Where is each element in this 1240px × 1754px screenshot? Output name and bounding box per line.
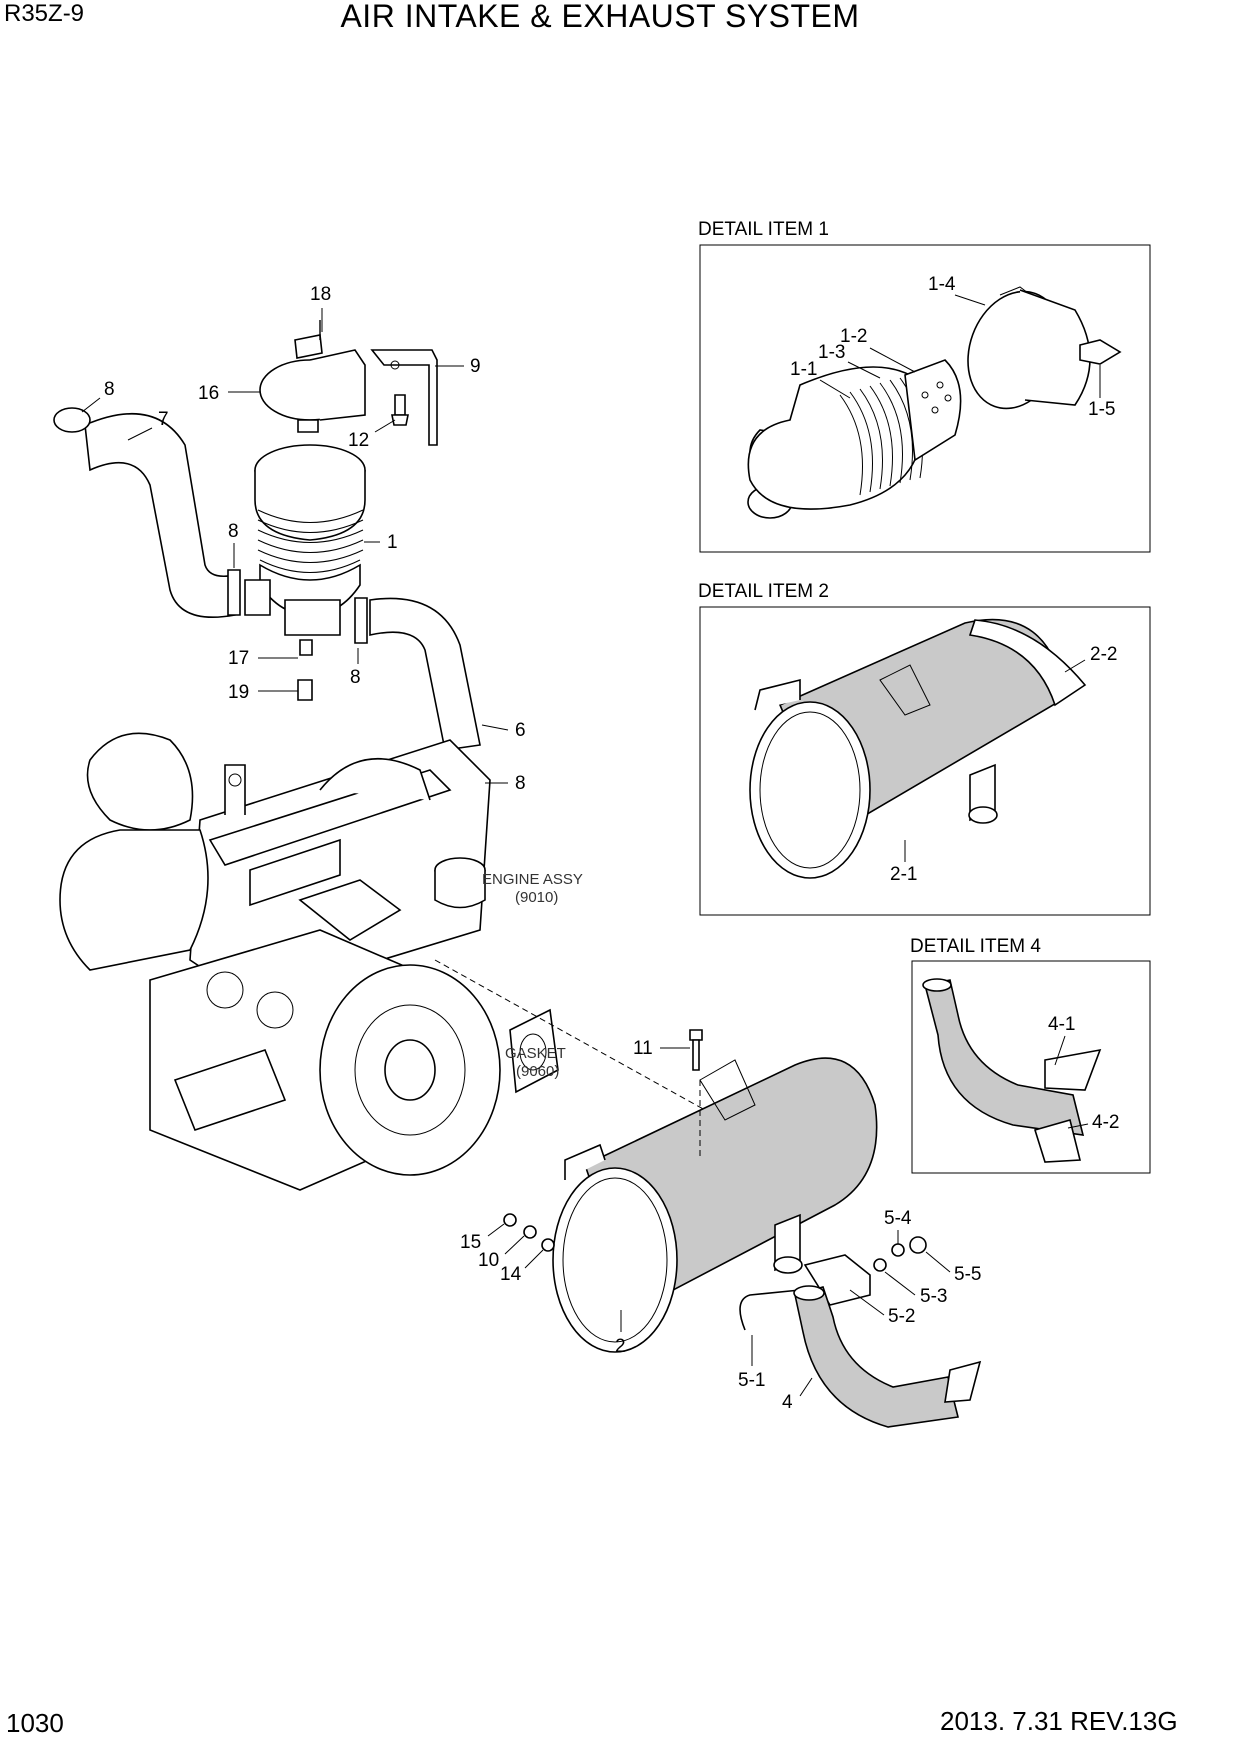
bolt-12 [391,394,409,426]
engine-assy-ref: (9010) [515,889,558,906]
callout-1-1: 1-1 [790,359,817,380]
gasket [509,1008,559,1094]
callout-2-1: 2-1 [890,864,917,885]
callout-4-1: 4-1 [1048,1014,1075,1035]
callout-1-2: 1-2 [840,326,867,347]
detail-item-1: DETAIL ITEM 1 1-4 1-2 1 [698,219,1151,553]
callout-14: 14 [500,1264,522,1285]
callout-7: 7 [158,409,169,430]
callout-8-b: 8 [228,521,239,542]
detail-item-2-frame [699,606,1151,916]
air-cleaner-body [244,444,366,701]
callout-18: 18 [310,284,331,305]
callout-1-4: 1-4 [928,274,956,295]
callout-2: 2 [615,1336,626,1357]
tail-pipe-detail [922,978,1102,1163]
callout-1-3: 1-3 [818,342,845,363]
callout-19: 19 [228,682,249,703]
callout-12: 12 [348,430,369,451]
callout-5-3: 5-3 [920,1286,947,1307]
gasket-label: GASKET [505,1045,566,1062]
detail-item-4-frame [911,960,1151,1174]
nuts-15-10-14 [503,1213,555,1252]
page-title: AIR INTAKE & EXHAUST SYSTEM [340,0,860,34]
gasket-ref: (9060) [516,1063,559,1080]
callout-4-2: 4-2 [1092,1112,1119,1133]
air-cleaner-band [259,320,366,433]
callout-10: 10 [478,1250,499,1271]
detail-item-1-title: DETAIL ITEM 1 [698,219,829,240]
detail-item-1-frame [699,244,1151,553]
detail-1-callouts: 1-4 1-2 1-3 1-1 1-5 [790,274,1115,420]
callout-5-5: 5-5 [954,1264,981,1285]
callout-1-5: 1-5 [1088,399,1115,420]
callout-6: 6 [515,720,526,741]
callout-5-2: 5-2 [888,1306,915,1327]
model-code: R35Z-9 [4,0,85,27]
muffler [552,1057,878,1353]
callout-5-4: 5-4 [884,1208,912,1229]
callout-8-d: 8 [515,773,526,794]
callout-11: 11 [633,1038,653,1059]
bolt-11 [689,1029,703,1071]
callout-17: 17 [228,648,249,669]
detail-item-2-title: DETAIL ITEM 2 [698,581,829,602]
intake-hose-7 [53,407,241,618]
page-number: 1030 [6,1708,64,1738]
revision-date: 2013. 7.31 REV.13G [940,1706,1178,1736]
callout-16: 16 [198,383,219,404]
muffler-detail [749,618,1087,879]
callout-4: 4 [782,1392,793,1413]
engine-assembly [59,732,501,1191]
tail-pipe [793,1285,982,1428]
detail-item-4-title: DETAIL ITEM 4 [910,936,1041,957]
callout-8-c: 8 [350,667,361,688]
main-callouts: 18 9 16 8 7 12 8 1 17 8 19 6 8 11 15 10 … [81,284,981,1413]
u-bolt [739,1289,801,1331]
detail-item-2: DETAIL ITEM 2 2-2 2-1 [698,581,1151,916]
air-cleaner-exploded [747,286,1122,519]
engine-assy-label: ENGINE ASSY [482,871,583,888]
callout-15: 15 [460,1232,481,1253]
bracket-9 [370,349,438,446]
callout-1: 1 [387,532,398,553]
callout-2-2: 2-2 [1090,644,1117,665]
callout-8-a: 8 [104,379,115,400]
detail-item-4: DETAIL ITEM 4 4-1 4-2 [910,936,1151,1174]
callout-5-1: 5-1 [738,1370,765,1391]
guide-lines [434,959,706,1160]
callout-9: 9 [470,356,481,377]
